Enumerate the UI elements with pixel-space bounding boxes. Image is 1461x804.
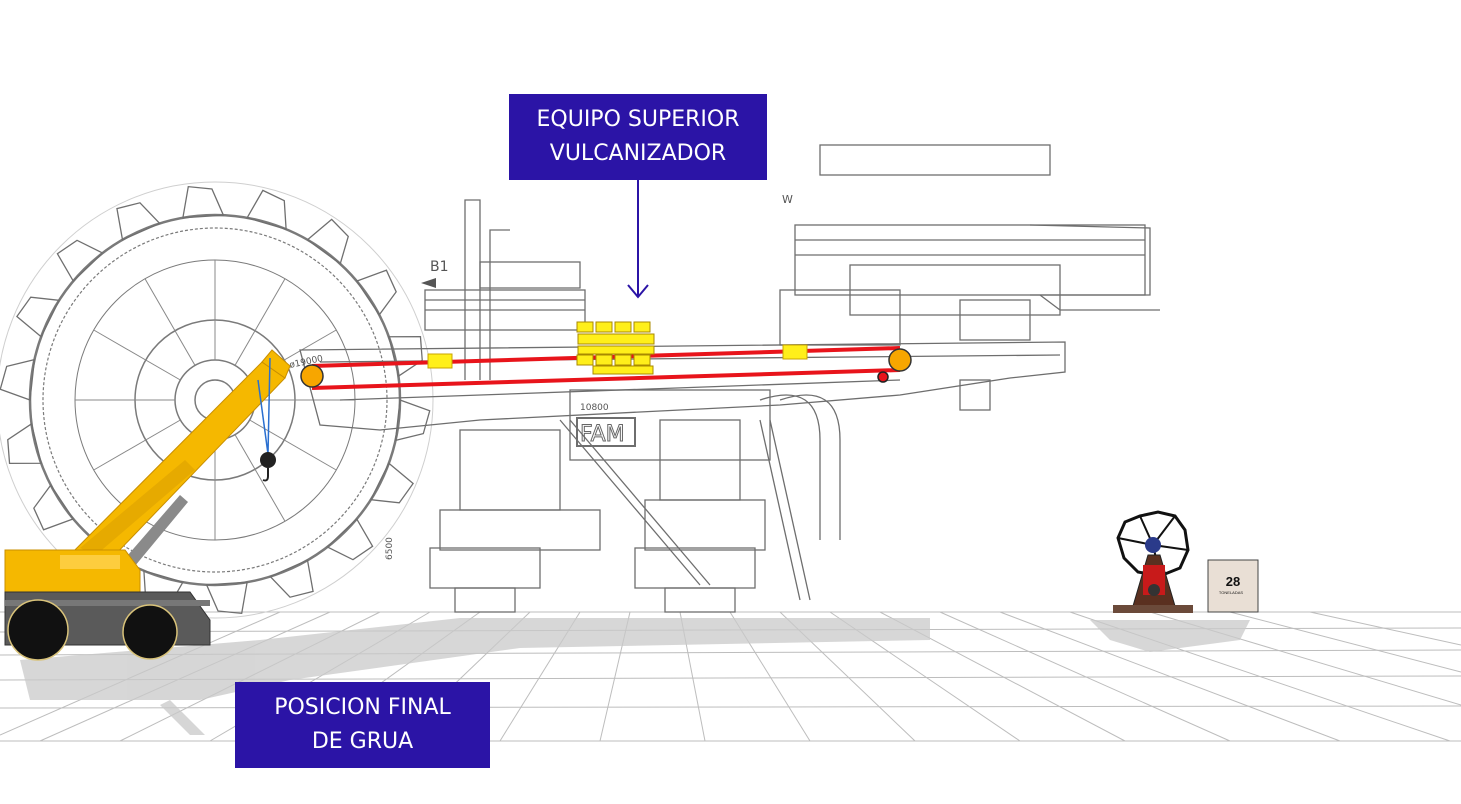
wheel-bucket [369, 462, 414, 504]
crane-hoist-cable [267, 357, 271, 455]
wheel-spoke [234, 434, 286, 522]
wheel-bucket [246, 189, 287, 231]
marker-b1-label: B1 [430, 259, 449, 275]
mobile-crane [4, 349, 291, 661]
height-dimension-label: 6500 [385, 537, 395, 560]
crane-rear-wheel [122, 604, 178, 660]
callout-bottom-line-1: POSICION FINAL [274, 695, 451, 720]
callout-bottom-line-2: DE GRUA [311, 729, 414, 754]
head-pulley [888, 348, 912, 372]
callout-upper-vulcanizer: EQUIPO SUPERIOR VULCANIZADOR [509, 94, 767, 180]
take-up-roller [877, 371, 889, 383]
wheel-spoke [234, 278, 286, 366]
wheel-bucket [0, 358, 36, 401]
wheel-bucket [182, 185, 225, 219]
wheel-bucket [33, 483, 75, 531]
wheel-bucket [269, 559, 314, 598]
wheel-spoke [93, 329, 181, 381]
wheel-bucket [306, 218, 349, 265]
callout-top-line-1: EQUIPO SUPERIOR [536, 107, 740, 132]
wheel-bucket [7, 422, 42, 464]
wheel-bucket [394, 399, 431, 442]
wheel-bucket [355, 269, 397, 317]
wheel-bucket [388, 336, 423, 378]
belt-clamps [427, 344, 808, 369]
callout-arrow [627, 180, 649, 299]
callout-top-line-2: VULCANIZADOR [549, 141, 727, 166]
weight-box: 28 TONELADAS [1207, 559, 1259, 613]
wheel-spoke [93, 419, 181, 471]
boom-dimension-label: 10800 [580, 403, 609, 413]
weight-unit: TONELADAS [1219, 590, 1243, 595]
weight-value: 28 [1226, 574, 1240, 589]
marker-w-label: W [782, 193, 793, 206]
b1-arrow-icon [421, 278, 436, 288]
crane-hook-block [260, 452, 276, 468]
crane-front-wheel [7, 599, 69, 661]
brand-label: FAM [580, 422, 625, 447]
vulcanizer-equipment [576, 321, 655, 375]
wheel-bucket [56, 239, 104, 283]
callout-crane-final-position: POSICION FINAL DE GRUA [235, 682, 490, 768]
wheel-bucket [116, 202, 161, 241]
wheel-bucket [326, 517, 374, 561]
excavator-structure [299, 144, 1160, 613]
belt-reel-stand [1113, 510, 1193, 613]
wheel-bucket [16, 296, 61, 338]
tail-pulley [300, 364, 324, 388]
crane-luffing-cylinder [115, 495, 188, 578]
wheel-bucket [205, 581, 248, 615]
wheel-spoke [144, 278, 196, 366]
ground-shadows [20, 618, 1250, 735]
crane-hook-icon [262, 468, 269, 482]
